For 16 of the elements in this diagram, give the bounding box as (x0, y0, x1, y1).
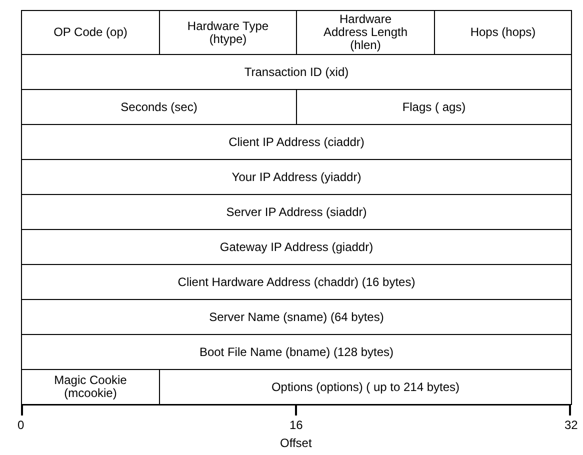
header-field: Client IP Address (ciaddr) (21, 124, 572, 160)
header-field: Your IP Address (yiaddr) (21, 159, 572, 195)
axis-title: Offset (280, 436, 312, 450)
header-field: Options (options) ( up to 214 bytes) (159, 369, 572, 405)
header-field: Gateway IP Address (giaddr) (21, 229, 572, 265)
header-field: Magic Cookie (mcookie) (21, 369, 160, 405)
header-field: Hops (hops) (434, 10, 572, 55)
header-field: Client Hardware Address (chaddr) (16 bytes) (21, 264, 572, 300)
header-field: OP Code (op) (21, 10, 160, 55)
header-field: Server Name (sname) (64 bytes) (21, 299, 572, 335)
header-field: Server IP Address (siaddr) (21, 194, 572, 230)
header-field: Boot File Name (bname) (128 bytes) (21, 334, 572, 370)
tick-label: 16 (290, 418, 303, 432)
tick-label: 0 (18, 418, 24, 432)
tick-label: 32 (564, 418, 578, 432)
header-field: Transaction ID (xid) (21, 54, 572, 90)
